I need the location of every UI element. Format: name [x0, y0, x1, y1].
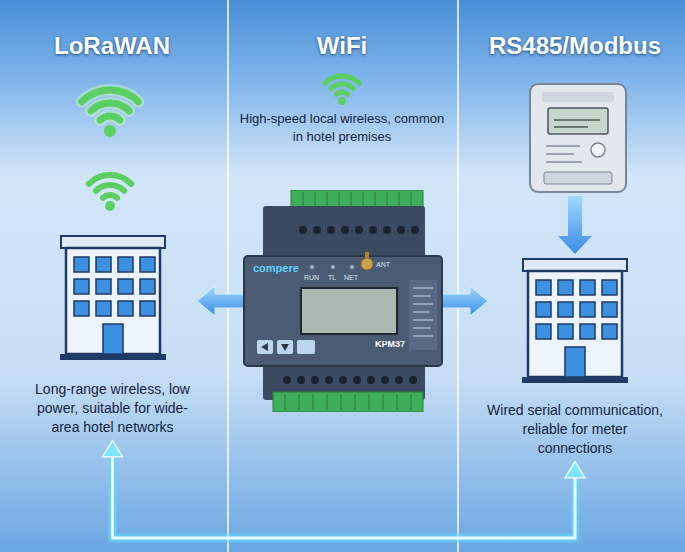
led-label: NET [344, 274, 358, 281]
building-icon [60, 235, 166, 360]
wifi-icon [325, 76, 359, 94]
flow-arrow [558, 196, 592, 254]
meter-device: compereRUN TL NET ANT KPM37 [243, 190, 443, 412]
column-divider [227, 0, 229, 552]
column-divider [457, 0, 459, 552]
connector-glow [113, 453, 576, 538]
wifi-icon [82, 90, 139, 120]
arrow-head [103, 441, 123, 457]
model-label: KPM37 [375, 340, 405, 349]
device-drawing [243, 190, 443, 412]
antenna-label: ANT [376, 261, 390, 268]
energy-meter [530, 84, 626, 192]
led-label: TL [328, 274, 336, 281]
brand-label: compere [253, 263, 299, 274]
column-heading: LoRaWAN [12, 32, 212, 60]
column-heading: WiFi [242, 32, 442, 60]
connector [197, 286, 244, 316]
flow-arrow [442, 286, 488, 316]
wifi-dot [104, 125, 116, 137]
building-node: Wired serial communication, reliable for… [485, 258, 665, 458]
led-label: RUN [304, 274, 319, 281]
wifi-dot [338, 97, 346, 105]
flow-arrow [197, 286, 244, 316]
wifi-icon [89, 175, 131, 198]
device-shape [244, 190, 442, 412]
description-text: Wired serial communication, reliable for… [485, 401, 665, 458]
building-shape [60, 236, 166, 360]
building-node: Long-range wireless, low power, suitable… [25, 235, 200, 437]
description-text: High-speed local wireless, common in hot… [237, 110, 447, 145]
connector [103, 441, 586, 538]
column-heading: RS485/Modbus [473, 32, 678, 60]
connector-line [113, 453, 576, 538]
connector [442, 286, 488, 316]
building-shape [522, 259, 628, 383]
wifi-dot [105, 201, 115, 211]
arrow-head [565, 462, 585, 478]
building-icon [522, 258, 628, 383]
description-text: Long-range wireless, low power, suitable… [25, 380, 200, 437]
